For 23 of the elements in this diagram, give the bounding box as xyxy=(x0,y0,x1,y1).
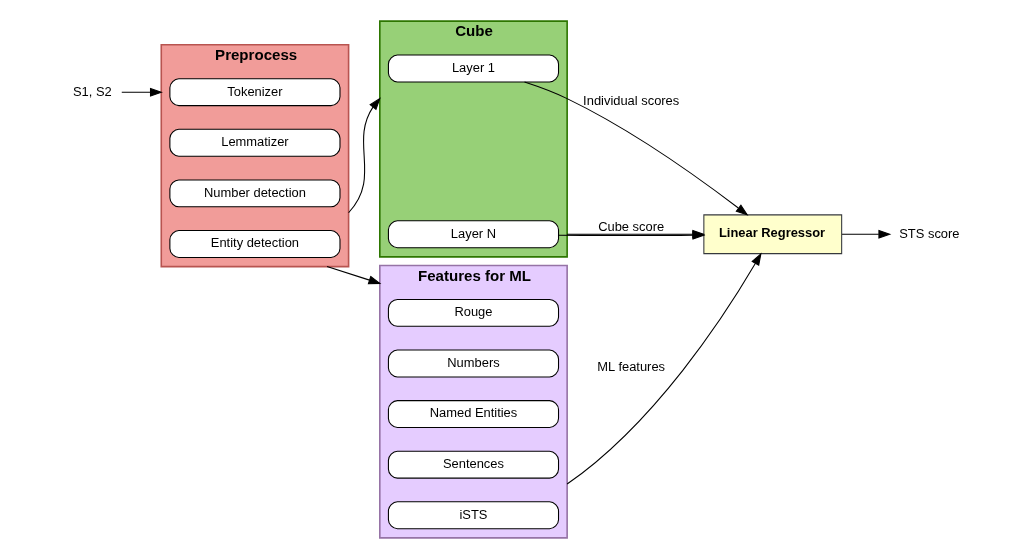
arrow xyxy=(120,87,163,97)
node-box: Tokenizer xyxy=(168,78,341,107)
arrow xyxy=(347,97,381,214)
arrow xyxy=(841,229,891,239)
arrow xyxy=(523,81,748,216)
node-box: iSTS xyxy=(387,501,559,530)
node-box: Layer N xyxy=(387,220,559,249)
node-text: STS score xyxy=(898,225,960,241)
node-box: Linear Regressor xyxy=(702,214,842,255)
node-box: Entity detection xyxy=(168,230,341,258)
node-box: Layer 1 xyxy=(387,54,559,83)
edge-label: Cube score xyxy=(597,218,664,234)
node-box: Number detection xyxy=(168,179,341,208)
node-box: Lemmatizer xyxy=(168,128,341,157)
node-text: S1, S2 xyxy=(72,83,112,99)
edge-label: ML features xyxy=(596,358,665,374)
node-box: Sentences xyxy=(387,450,559,479)
node-box: Numbers xyxy=(387,349,559,378)
arrow xyxy=(325,266,381,285)
node-box: Named Entities xyxy=(387,400,559,429)
edge-label: Individual scores xyxy=(582,92,679,108)
node-box: Rouge xyxy=(387,298,559,327)
arrow xyxy=(566,252,762,485)
